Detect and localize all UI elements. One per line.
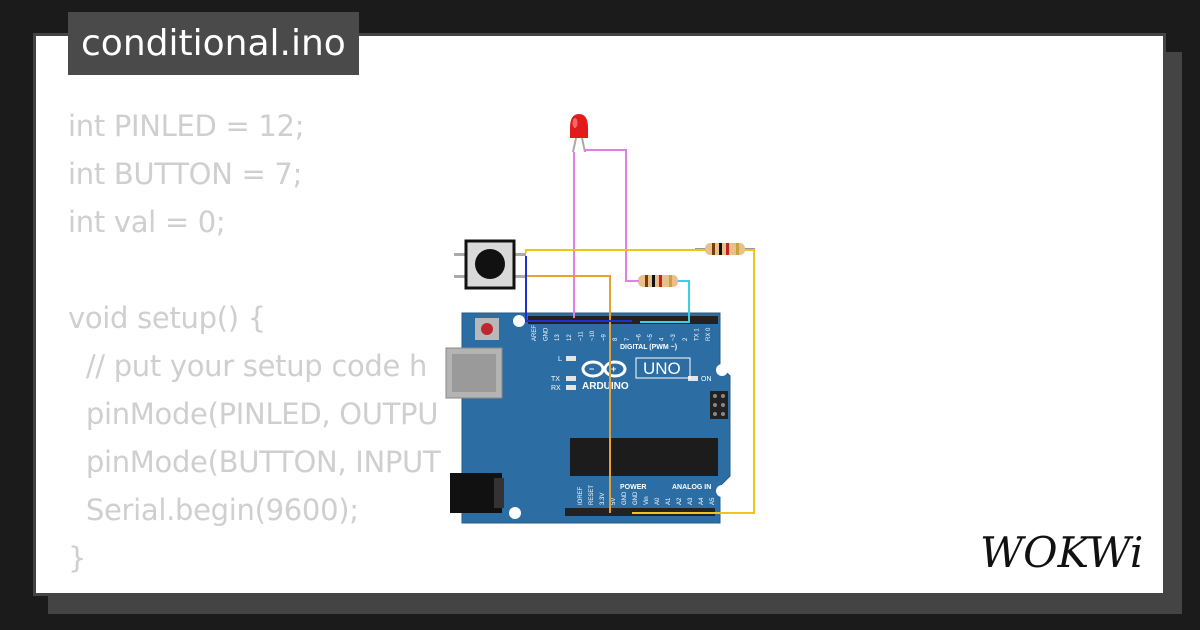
- bottom-pin-label: GND: [622, 491, 628, 505]
- bottom-pin-label: 5V: [611, 498, 617, 505]
- top-pin-label: 2: [683, 337, 689, 341]
- digital-pwm-label: DIGITAL (PWM ~): [620, 344, 677, 351]
- top-pin-label: AREF: [532, 325, 538, 341]
- bottom-pin-label: 3.3V: [600, 493, 606, 505]
- power-label: POWER: [620, 484, 646, 491]
- led-rx-indicator: [566, 385, 576, 390]
- microcontroller-chip: [570, 438, 718, 476]
- arduino-uno-board: L TX RX ON − + ARDUINO UNO DIGITAL (PWM …: [445, 312, 731, 524]
- top-pin-label: 7: [625, 337, 631, 341]
- led-l-label: L: [558, 356, 562, 363]
- wokwi-logo-text: WOKWi: [980, 528, 1143, 575]
- code-line: void setup() {: [68, 301, 266, 335]
- top-pin-label: 12: [567, 334, 573, 341]
- led-tx-indicator: [566, 376, 576, 381]
- bottom-pin-label: RESET: [589, 485, 595, 505]
- bottom-pin-label: A3: [688, 497, 694, 505]
- top-pin-label: TX 1: [694, 328, 700, 341]
- code-line: int BUTTON = 7;: [68, 157, 303, 191]
- led-on-indicator: [688, 376, 698, 381]
- top-pin-label: ~5: [648, 333, 654, 341]
- bottom-pin-label: Vin: [644, 496, 650, 505]
- bottom-pin-label: GND: [633, 491, 639, 505]
- top-pin-label: ~9: [602, 333, 608, 341]
- bottom-pin-label: A0: [655, 497, 661, 505]
- top-pin-label: ~10: [590, 330, 596, 341]
- top-pin-label: ~6: [636, 333, 642, 341]
- svg-text:+: +: [611, 364, 616, 374]
- code-line: }: [68, 541, 87, 575]
- arduino-infinity-logo: [581, 360, 627, 378]
- bottom-pin-label: A5: [710, 497, 716, 505]
- on-label: ON: [701, 376, 712, 383]
- led-tx-label: TX: [551, 376, 560, 383]
- bottom-pin-label: A1: [666, 497, 672, 505]
- top-pin-label: GND: [544, 327, 550, 341]
- code-line: int val = 0;: [68, 205, 226, 239]
- bottom-pin-label: A4: [699, 497, 705, 505]
- push-button[interactable]: [454, 239, 526, 290]
- circuit-diagram: L TX RX ON − + ARDUINO UNO DIGITAL (PWM …: [445, 114, 755, 524]
- red-led: [570, 114, 588, 153]
- bottom-pin-label: IOREF: [578, 486, 584, 505]
- wokwi-logo: WOKWi: [980, 528, 1143, 575]
- arduino-brand-label: ARDUINO: [582, 381, 629, 392]
- wires: [525, 149, 755, 514]
- svg-text:−: −: [589, 364, 594, 374]
- code-line: [68, 246, 440, 294]
- code-line: pinMode(PINLED, OUTPU: [68, 397, 439, 431]
- top-pin-label: ~11: [578, 331, 584, 341]
- code-line: Serial.begin(9600);: [68, 493, 359, 527]
- uno-model-label: UNO: [643, 359, 681, 378]
- power-jack: [450, 473, 502, 513]
- top-pin-label: ~3: [671, 333, 677, 341]
- led-l-indicator: [566, 356, 576, 361]
- bottom-pin-label: A2: [677, 497, 683, 505]
- reset-button[interactable]: [475, 318, 499, 340]
- analog-in-label: ANALOG IN: [672, 484, 711, 491]
- code-preview: int PINLED = 12; int BUTTON = 7; int val =…: [68, 102, 441, 582]
- code-line: // put your setup code h: [68, 349, 428, 383]
- code-line: pinMode(BUTTON, INPUT: [68, 445, 441, 479]
- top-pin-label: 13: [555, 334, 561, 341]
- top-pin-label: 8: [613, 337, 619, 341]
- led-rx-label: RX: [551, 385, 561, 392]
- top-pin-label: RX 0: [706, 327, 712, 341]
- top-pin-label: 4: [660, 337, 666, 341]
- file-name-tab: conditional.ino: [68, 12, 359, 75]
- code-line: int PINLED = 12;: [68, 109, 305, 143]
